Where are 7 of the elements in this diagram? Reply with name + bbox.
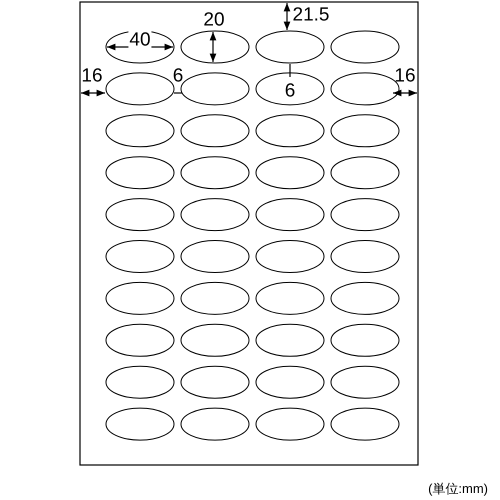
- unit-note: (単位:mm): [428, 482, 488, 496]
- dimension-label: 6: [172, 66, 184, 86]
- dimension-label: 40: [128, 30, 152, 50]
- dimension-label: 16: [80, 66, 104, 86]
- dimension-label: 21.5: [292, 6, 330, 24]
- dimension-label: 16: [393, 66, 417, 86]
- dimension-label: 20: [202, 10, 226, 30]
